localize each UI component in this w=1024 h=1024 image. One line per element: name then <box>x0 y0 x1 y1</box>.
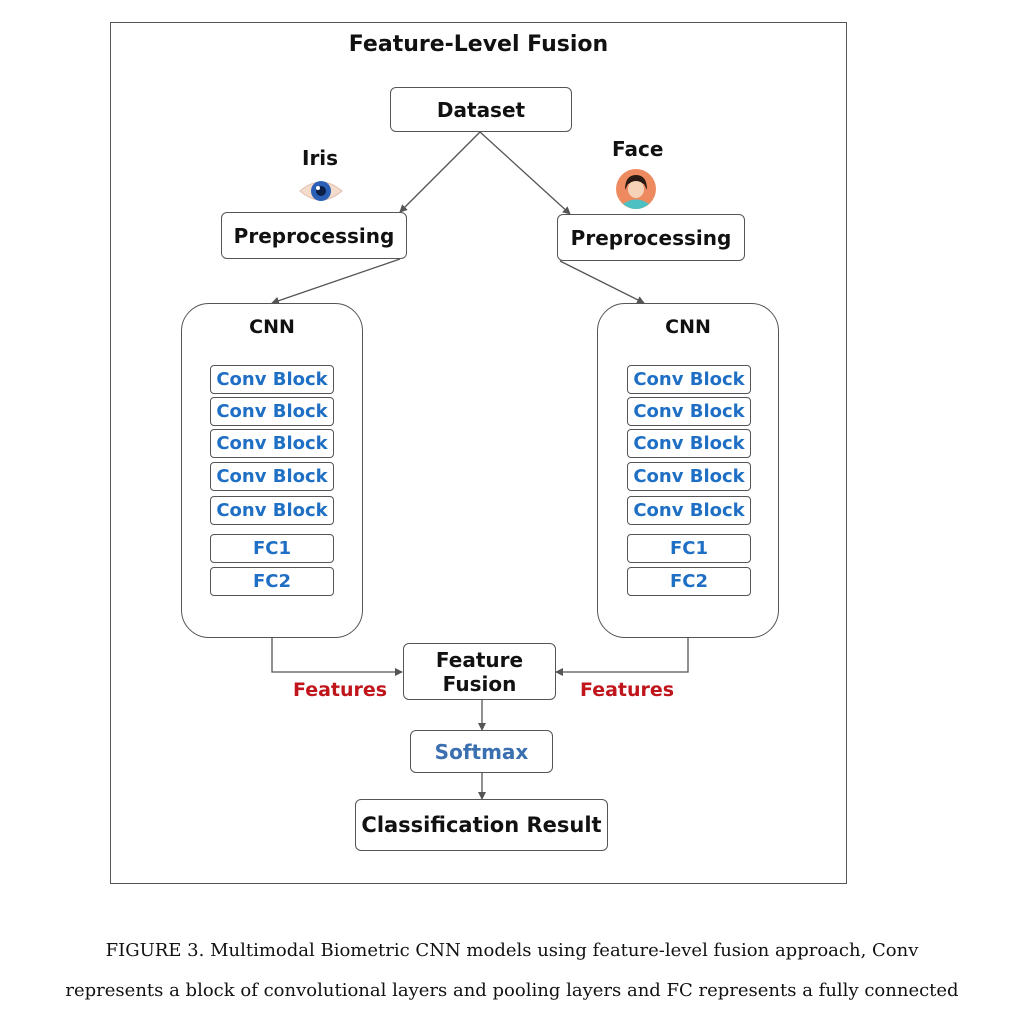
right-cnn-block-5: Conv Block <box>627 496 751 525</box>
right-cnn-block-7: FC2 <box>627 567 751 596</box>
figure-caption-line1: FIGURE 3. Multimodal Biometric CNN model… <box>105 940 919 961</box>
figure-frame <box>110 22 847 884</box>
arrow-right-preprocessing-to-cnn <box>559 260 645 304</box>
right-features-label: Features <box>580 679 675 701</box>
left-features-label: Features <box>293 679 388 701</box>
eye-icon <box>299 181 343 201</box>
left-cnn-block-2: Conv Block <box>210 397 334 426</box>
right-cnn-block-1: Conv Block <box>627 365 751 394</box>
right-cnn-block-2: Conv Block <box>627 397 751 426</box>
feature-fusion-line2: Fusion <box>442 671 517 696</box>
left-cnn-block-6: FC1 <box>210 534 334 563</box>
arrow-dataset-to-right-preprocessing <box>479 131 571 215</box>
right-cnn-block-6: FC1 <box>627 534 751 563</box>
right-cnn-block-3: Conv Block <box>627 429 751 458</box>
arrow-dataset-to-left-preprocessing <box>399 131 481 213</box>
left-cnn-block-4: Conv Block <box>210 462 334 491</box>
arrow-left-cnn-to-fusion <box>271 638 403 676</box>
face-avatar-icon <box>616 169 656 209</box>
left-cnn-block-3: Conv Block <box>210 429 334 458</box>
face-label: Face <box>612 137 664 161</box>
left-preprocessing-box: Preprocessing <box>221 212 407 259</box>
left-cnn-block-1: Conv Block <box>210 365 334 394</box>
feature-fusion-box: Feature Fusion <box>403 643 556 700</box>
right-preprocessing-box: Preprocessing <box>557 214 745 261</box>
diagram-title: Feature-Level Fusion <box>348 32 609 57</box>
right-cnn-label: CNN <box>665 316 711 338</box>
left-cnn-block-5: Conv Block <box>210 496 334 525</box>
dataset-box: Dataset <box>390 87 572 132</box>
right-cnn-block-4: Conv Block <box>627 462 751 491</box>
arrow-right-cnn-to-fusion <box>555 638 689 676</box>
figure-caption-line2: represents a block of convolutional laye… <box>65 980 959 1001</box>
arrow-left-preprocessing-to-cnn <box>271 258 401 305</box>
left-cnn-label: CNN <box>249 316 295 338</box>
iris-label: Iris <box>302 146 339 170</box>
feature-fusion-line1: Feature <box>435 647 524 672</box>
softmax-box: Softmax <box>410 730 553 773</box>
left-cnn-block-7: FC2 <box>210 567 334 596</box>
classification-result-box: Classification Result <box>355 799 608 851</box>
